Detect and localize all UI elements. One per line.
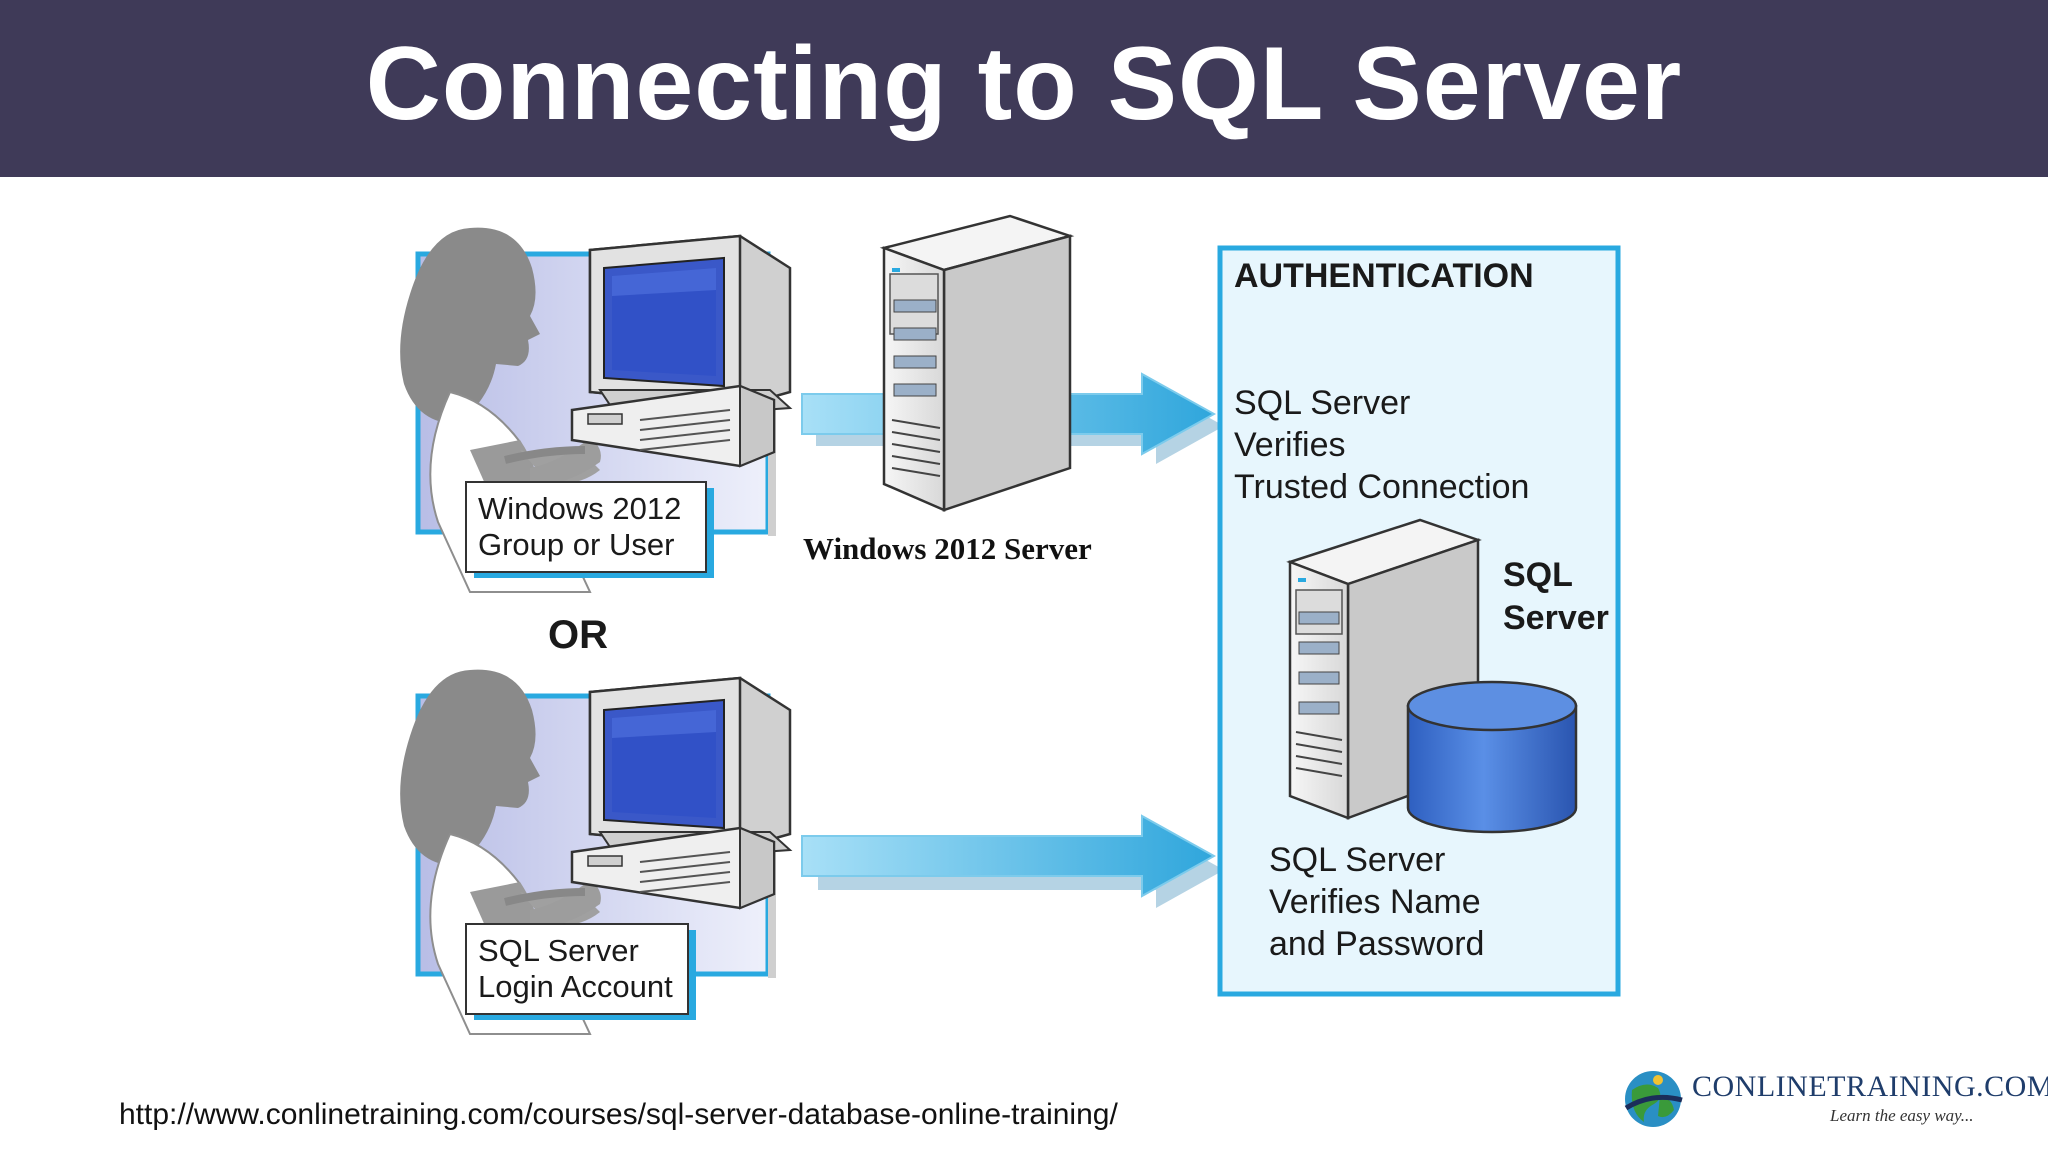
password-text-line2: Verifies Name xyxy=(1269,883,1481,921)
windows-client-group: Windows 2012 Group or User xyxy=(399,226,790,593)
password-text-line1: SQL Server xyxy=(1269,841,1445,879)
trusted-text-line2: Verifies xyxy=(1234,426,1346,464)
windows-client-label-box xyxy=(465,481,707,573)
sql-login-label-line1: SQL Server xyxy=(478,933,639,968)
password-text-line3: and Password xyxy=(1269,925,1484,963)
trusted-text-line1: SQL Server xyxy=(1234,384,1410,422)
windows-server-icon xyxy=(879,214,1075,512)
globe-icon xyxy=(1624,1071,1683,1127)
title-bar: Connecting to SQL Server xyxy=(0,0,2048,177)
sql-login-client-group: SQL Server Login Account xyxy=(399,668,790,1035)
sql-login-label-line2: Login Account xyxy=(478,969,673,1004)
logo-name: CONLINETRAINING.COM xyxy=(1692,1070,2048,1103)
trusted-text-line3: Trusted Connection xyxy=(1234,468,1529,506)
database-icon xyxy=(1406,680,1578,834)
authentication-panel: AUTHENTICATION SQL Server Verifies Trust… xyxy=(1217,245,1621,997)
name-password-arrow xyxy=(801,814,1224,908)
or-label: OR xyxy=(548,613,608,657)
windows-server-label: Windows 2012 Server xyxy=(803,531,1092,566)
logo-tagline: Learn the easy way... xyxy=(1830,1106,1974,1125)
authentication-heading: AUTHENTICATION xyxy=(1234,257,1534,295)
sql-login-label-box xyxy=(465,923,689,1015)
slide-title: Connecting to SQL Server xyxy=(365,26,1683,142)
course-url[interactable]: http://www.conlinetraining.com/courses/s… xyxy=(119,1098,1118,1131)
sql-server-label-line1: SQL xyxy=(1503,556,1573,594)
conlinetraining-logo: CONLINETRAINING.COM Learn the easy way..… xyxy=(1620,1066,2048,1136)
sql-server-label-line2: Server xyxy=(1503,599,1609,637)
windows-client-label-line1: Windows 2012 xyxy=(478,491,681,526)
windows-client-label-line2: Group or User xyxy=(478,527,674,562)
